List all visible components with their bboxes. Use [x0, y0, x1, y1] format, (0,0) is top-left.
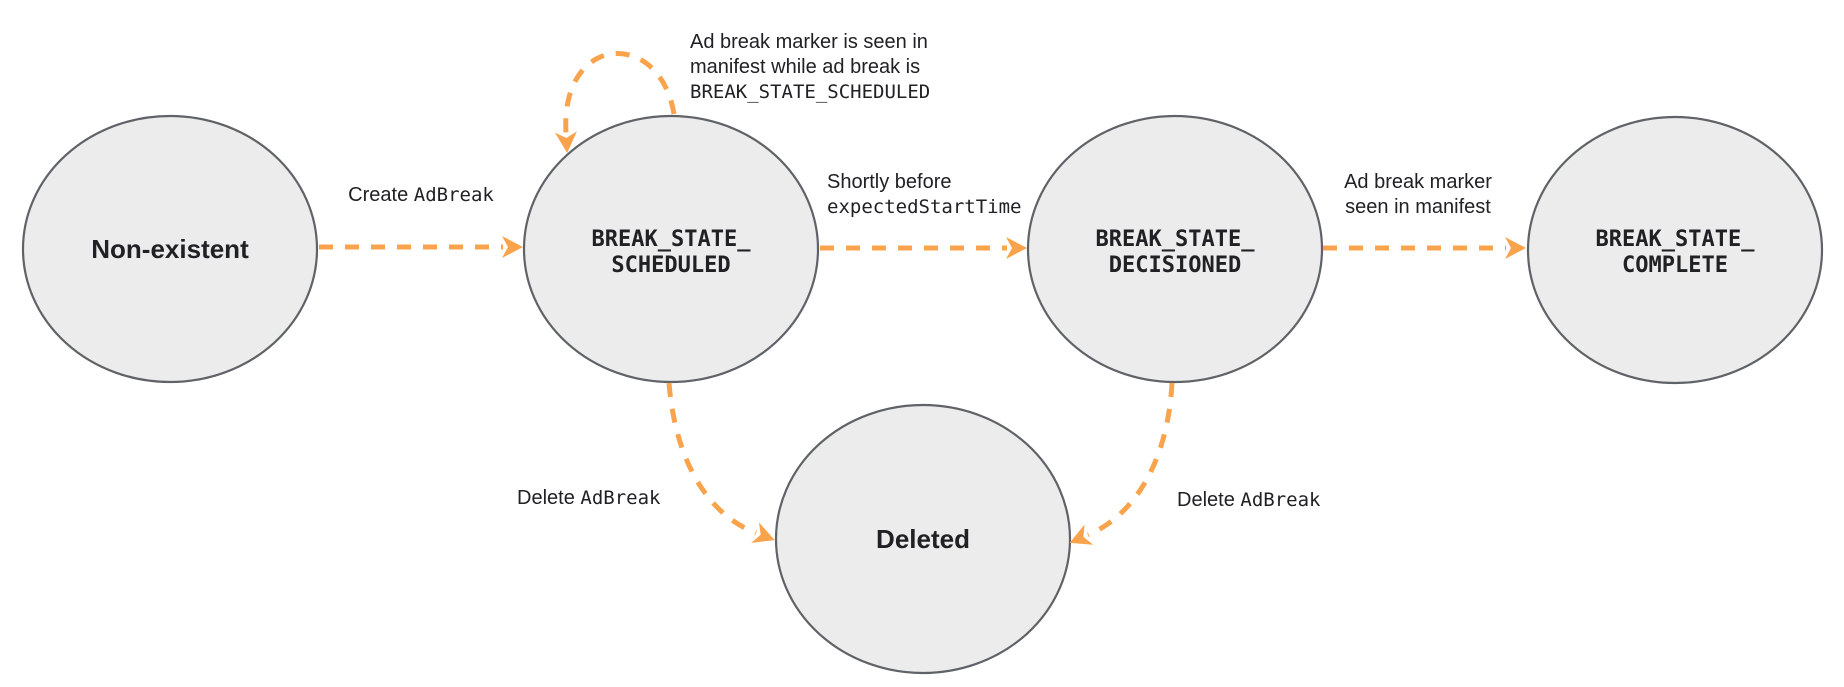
edge-label-marker-seen: Ad break marker seen in manifest — [1344, 170, 1492, 220]
arrow-delete-from-scheduled — [666, 382, 775, 543]
state-label-non-existent: Non-existent — [91, 234, 248, 264]
state-circle-complete — [1526, 115, 1824, 385]
edge-label-create-adbreak: Create AdBreak — [348, 183, 494, 208]
edge-label-code: expectedStartTime — [827, 196, 1022, 218]
edge-label-delete-right: Delete AdBreak — [1177, 488, 1320, 513]
state-label-decisioned: BREAK_STATE_ DECISIONED — [1096, 227, 1255, 279]
state-label-text: Deleted — [876, 524, 970, 554]
edge-label-code: AdBreak — [580, 487, 661, 509]
state-label-complete: BREAK_STATE_ COMPLETE — [1596, 227, 1755, 279]
state-label-text: Non-existent — [91, 234, 249, 264]
edge-label-delete-left: Delete AdBreak — [517, 486, 660, 511]
edge-label-code: BREAK_STATE_SCHEDULED — [690, 81, 931, 103]
state-label-text: COMPLETE — [1622, 253, 1728, 278]
state-circle-non-existent — [21, 114, 319, 384]
arrow-delete-from-decisioned — [1069, 382, 1175, 545]
edge-label-text: Delete — [1177, 489, 1241, 511]
edge-label-text: seen in manifest — [1345, 196, 1491, 218]
edge-label-shortly-before: Shortly before expectedStartTime — [827, 170, 1021, 220]
state-label-text: SCHEDULED — [611, 253, 731, 278]
edge-label-code: AdBreak — [413, 184, 494, 206]
edge-label-self-loop: Ad break marker is seen in manifest whil… — [690, 30, 930, 105]
edge-label-text: Delete — [517, 487, 581, 509]
state-label-deleted: Deleted — [876, 524, 970, 554]
state-label-text: BREAK_STATE_ — [591, 227, 751, 252]
edge-label-text: Ad break marker is seen in — [690, 31, 928, 53]
state-circle-decisioned — [1026, 114, 1324, 384]
state-label-text: BREAK_STATE_ — [1095, 227, 1255, 252]
state-label-scheduled: BREAK_STATE_ SCHEDULED — [592, 227, 751, 279]
edge-label-text: Shortly before — [827, 171, 952, 193]
edge-label-text: manifest while ad break is — [690, 56, 921, 78]
edge-label-code: AdBreak — [1240, 489, 1321, 511]
edge-label-text: Ad break marker — [1344, 171, 1492, 193]
state-circle-scheduled — [522, 114, 820, 384]
state-label-text: DECISIONED — [1108, 253, 1242, 278]
state-label-text: BREAK_STATE_ — [1595, 227, 1755, 252]
edge-label-text: Create — [348, 184, 414, 206]
arrow-self-loop-scheduled — [554, 50, 677, 153]
